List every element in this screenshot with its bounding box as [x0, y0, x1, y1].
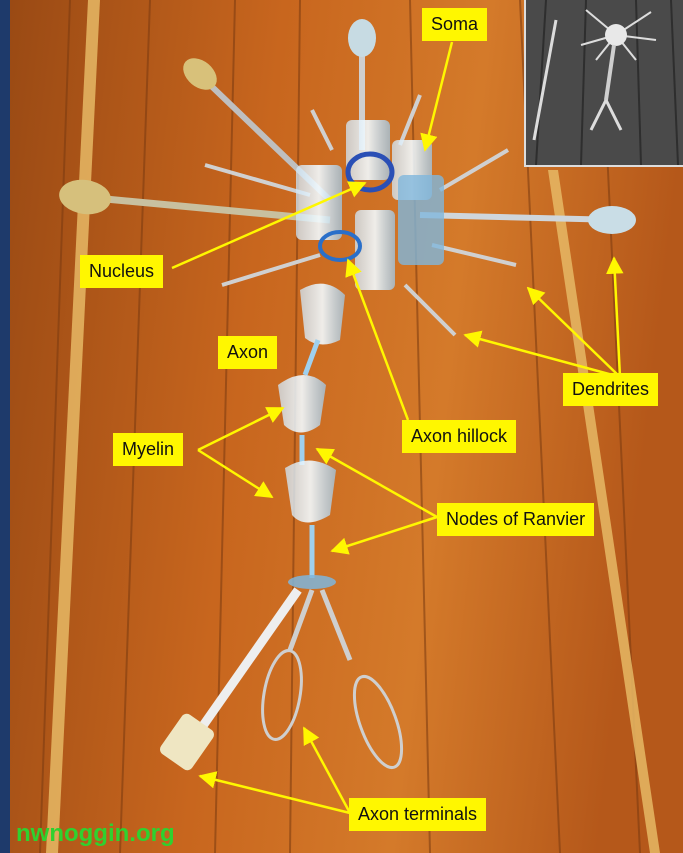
dendrites-label: Dendrites — [563, 373, 658, 406]
inset-neuron-icon — [526, 0, 683, 165]
axon-hillock-label: Axon hillock — [402, 420, 516, 453]
soma-label: Soma — [422, 8, 487, 41]
axon-label: Axon — [218, 336, 277, 369]
inset-photo — [524, 0, 683, 167]
myelin-glass-2 — [285, 460, 336, 522]
myelin-glass-1 — [278, 375, 326, 433]
site-watermark: nwnoggin.org — [16, 820, 175, 848]
nucleus-label: Nucleus — [80, 255, 163, 288]
nodes-of-ranvier-label: Nodes of Ranvier — [437, 503, 594, 536]
axon-terminals-label: Axon terminals — [349, 798, 486, 831]
myelin-label: Myelin — [113, 433, 183, 466]
